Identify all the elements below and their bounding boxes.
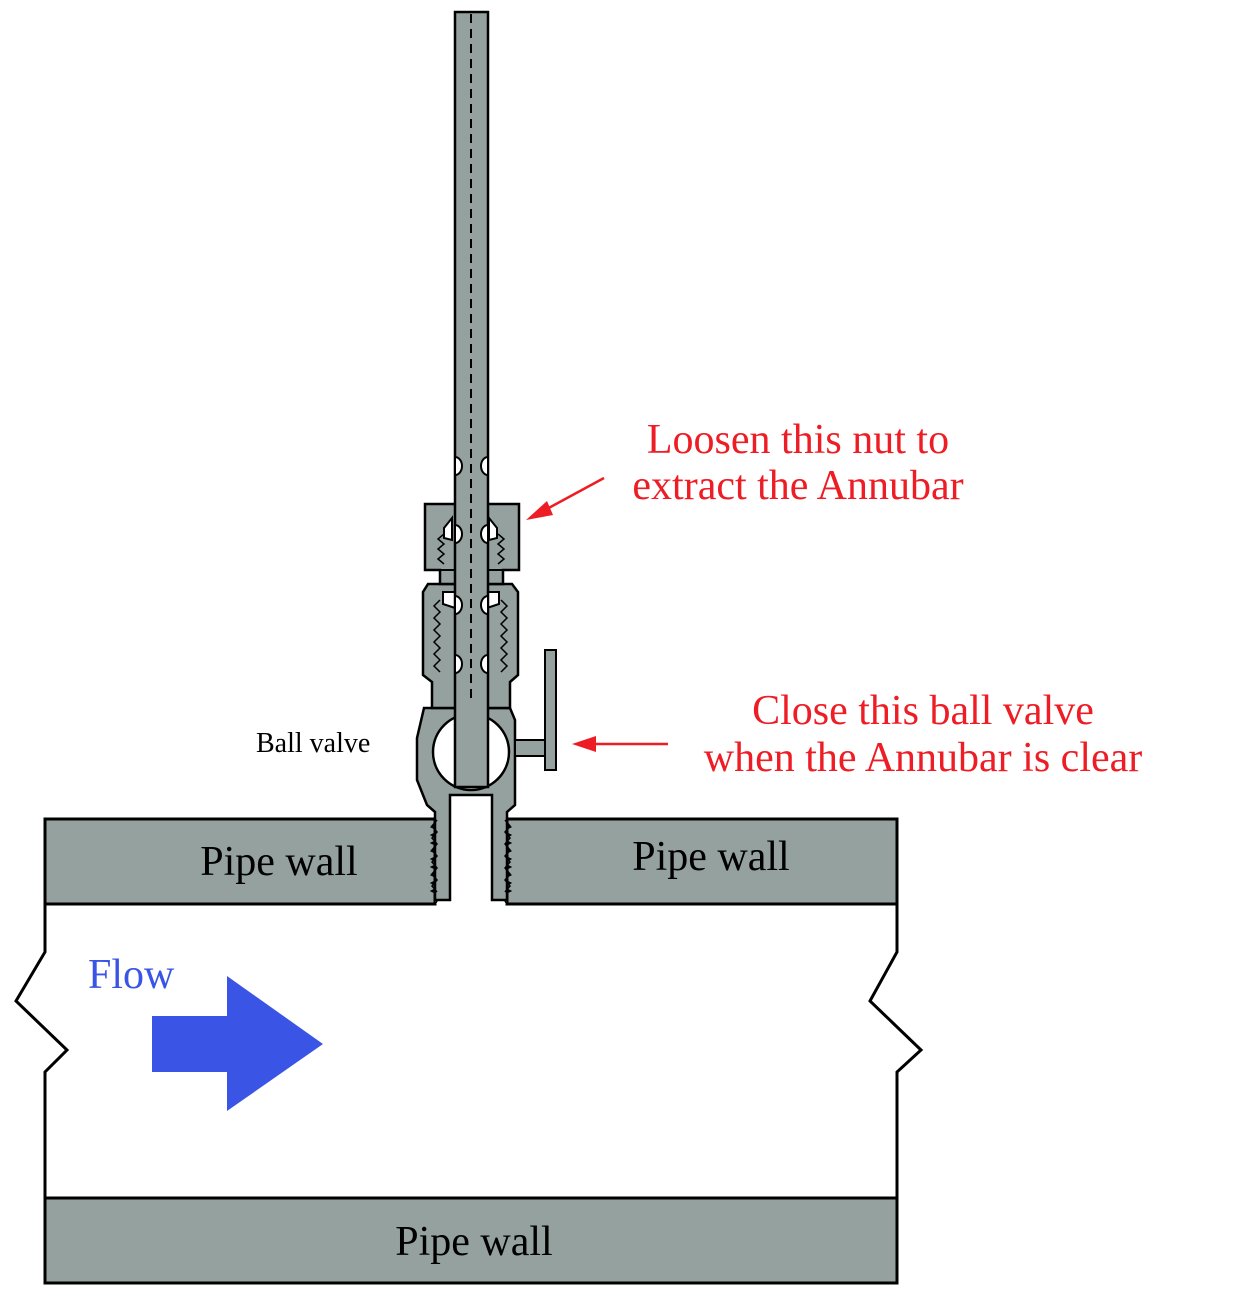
probe-slot-upper-left [454, 455, 463, 477]
ball-valve-stem [514, 739, 548, 757]
probe-slot-mid-right [480, 523, 489, 545]
valve-pointer-arrowhead-icon [572, 736, 596, 752]
pipe-wall-bottom [43, 1196, 899, 1285]
seal-cavity-left [442, 591, 456, 610]
ball-valve-label: Ball valve [256, 728, 370, 759]
probe-slot-upper-right [480, 455, 489, 477]
nut-thread-left [436, 533, 446, 565]
fitting-thread-left [432, 599, 442, 673]
flow-arrow-icon [152, 976, 323, 1111]
probe-slot-bottom-left [454, 653, 463, 675]
pipe-wall-label-bottom: Pipe wall [395, 1219, 552, 1265]
pipe-wall-label-upper-left: Pipe wall [200, 839, 357, 885]
pipe-break-left [14, 904, 70, 1198]
nut-thread-right [496, 533, 506, 565]
ball-valve-handle [544, 649, 557, 771]
pipe-break-right [868, 904, 924, 1198]
probe-slot-lower-left [454, 594, 463, 616]
flow-label: Flow [88, 952, 175, 998]
probe-slot-mid-left [454, 523, 463, 545]
probe-slot-bottom-right [480, 653, 489, 675]
pipe-wall-label-upper-right: Pipe wall [632, 834, 789, 880]
nut-note-line2: extract the Annubar [632, 463, 963, 509]
valve-note-line2: when the Annubar is clear [704, 735, 1143, 781]
pipe-wall-upper-right [505, 817, 899, 906]
pipe-wall-upper-left [43, 817, 437, 906]
valve-nipple-thread-right [504, 819, 511, 893]
nut-pointer-line [544, 476, 605, 512]
valve-nipple-thread-left [431, 819, 438, 893]
ferrule-left [443, 515, 453, 542]
probe-slot-lower-right [480, 594, 489, 616]
nut-pointer-arrowhead-icon [526, 501, 553, 520]
valve-note-line1: Close this ball valve [752, 688, 1094, 734]
fitting-thread-right [499, 599, 509, 673]
nut-note-line1: Loosen this nut to [647, 417, 949, 463]
